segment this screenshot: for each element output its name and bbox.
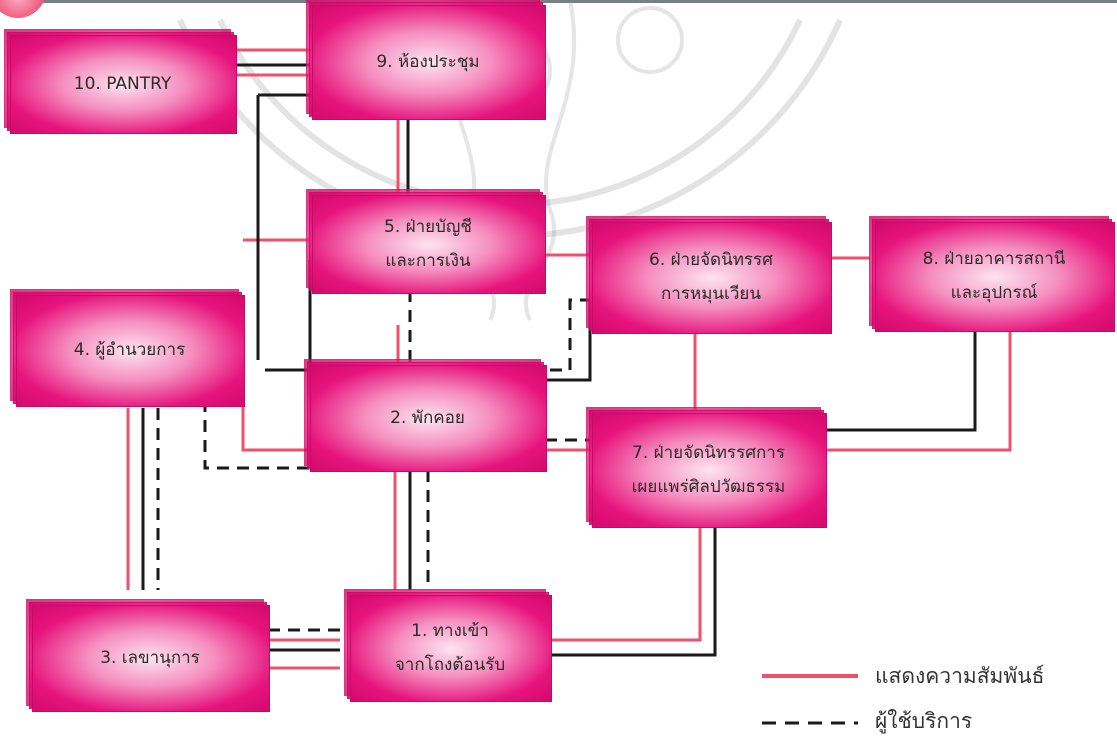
legend-service-swatch <box>762 721 858 725</box>
box-meeting-room: 9. ห้องประชุม <box>306 0 546 120</box>
box-entrance: 1. ทางเข้า จากโถงต้อนรับ <box>344 589 552 702</box>
box-secretary: 3. เลขานุการ <box>26 599 270 712</box>
legend-service-label: ผู้ใช้บริการ <box>875 709 973 733</box>
box-building-facilities-line-2: และอุปกรณ์ <box>950 283 1038 303</box>
legend-relation-label: แสดงความสัมพันธ์ <box>875 664 1045 688</box>
box-culture-exhibition: 7. ฝ่ายจัดนิทรรศการ เผยแพร่ศิลปวัฒธรรม <box>586 407 827 528</box>
top-border <box>0 0 1117 3</box>
box-rest-area: 2. พักคอย <box>304 359 547 472</box>
legend-relation-swatch <box>762 674 858 678</box>
box-meeting-room-line-1: 9. ห้องประชุม <box>376 51 480 72</box>
box-director: 4. ผู้อำนวยการ <box>10 289 245 407</box>
box-director-line-1: 4. ผู้อำนวยการ <box>73 340 186 360</box>
box-rotating-exhibition: 6. ฝ่ายจัดนิทรรศ การหมุนเวียน <box>586 216 832 334</box>
box-accounting: 5. ฝ่ายบัญชี และการเงิน <box>306 189 546 294</box>
box-accounting-line-1: 5. ฝ่ายบัญชี <box>384 216 472 237</box>
box-culture-exhibition-line-1: 7. ฝ่ายจัดนิทรรศการ <box>632 442 785 463</box>
box-pantry-line-1: 10. PANTRY <box>73 73 172 94</box>
box-entrance-line-2: จากโถงต้อนรับ <box>394 654 506 675</box>
box-secretary-line-1: 3. เลขานุการ <box>100 647 200 668</box>
box-rotating-exhibition-line-2: การหมุนเวียน <box>661 284 761 304</box>
box-pantry: 10. PANTRY <box>4 29 237 134</box>
relation-lines <box>126 48 1012 670</box>
box-accounting-line-2: และการเงิน <box>385 250 471 271</box>
box-rotating-exhibition-line-1: 6. ฝ่ายจัดนิทรรศ <box>649 250 773 270</box>
box-building-facilities-line-1: 8. ฝ่ายอาคารสถานี <box>922 249 1066 269</box>
box-culture-exhibition-line-2: เผยแพร่ศิลปวัฒธรรม <box>631 476 786 497</box>
service-dashed-lines <box>156 290 590 632</box>
box-entrance-line-1: 1. ทางเข้า <box>411 620 489 641</box>
box-rest-area-line-1: 2. พักคอย <box>390 407 465 428</box>
service-solid-lines <box>141 63 977 657</box>
box-building-facilities: 8. ฝ่ายอาคารสถานี และอุปกรณ์ <box>869 216 1115 332</box>
